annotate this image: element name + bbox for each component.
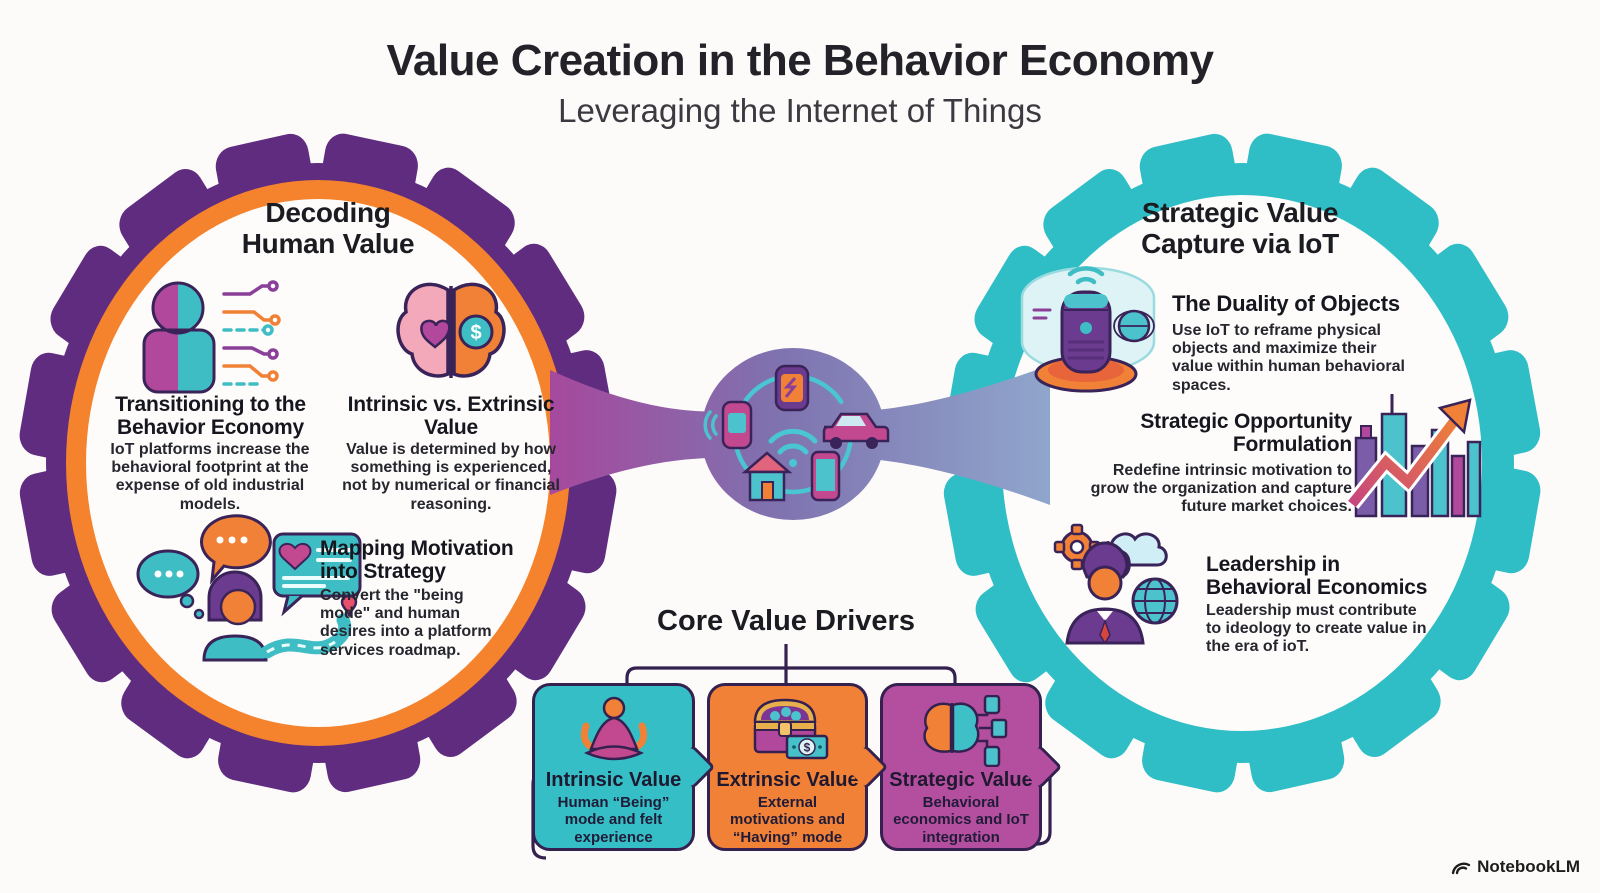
watermark: NotebookLM (1451, 857, 1580, 877)
driver-box-extrinsic: $ Extrinsic Value External motivations a… (707, 683, 868, 851)
driver-box-title: Intrinsic Value (545, 769, 682, 791)
left-item2-title: Intrinsic vs. Extrinsic Value (347, 393, 555, 440)
watermark-label: NotebookLM (1477, 857, 1580, 876)
wifi-icon (768, 428, 818, 467)
core-drivers-heading: Core Value Drivers (657, 605, 915, 637)
right-item2-body: Redefine intrinsic motivation to grow th… (1090, 462, 1352, 516)
driver-box-intrinsic: Intrinsic Value Human “Being” mode and f… (532, 683, 695, 851)
page-title: Value Creation in the Behavior Economy (386, 36, 1215, 85)
right-item1-body: Use IoT to reframe physical objects and … (1172, 322, 1405, 394)
right-item3-body: Leadership must contribute to ideology t… (1206, 602, 1427, 656)
phone-icon (810, 450, 841, 502)
meditator-icon (572, 694, 656, 768)
driver-box-title: Extrinsic Value (716, 769, 859, 791)
smartwatch-icon (774, 364, 810, 412)
left-gear-heading: Decoding Human Value (241, 197, 415, 259)
left-item1-body: IoT platforms increase the behavioral fo… (110, 441, 310, 513)
left-item2-body: Value is determined by how something is … (342, 441, 560, 513)
svg-text:$: $ (803, 741, 810, 755)
motivation-cluster-icon (136, 514, 362, 662)
car-icon (822, 412, 890, 449)
page-subtitle: Leveraging the Internet of Things (558, 92, 1042, 129)
notebooklm-logo (1451, 862, 1471, 875)
smart-speaker-icon (1020, 266, 1156, 393)
driver-box-body: External motivations and “Having” mode (729, 794, 845, 846)
right-item1-title: The Duality of Objects (1172, 291, 1400, 316)
left-item3-title: Mapping Motivation into Strategy (320, 537, 514, 584)
brain-devices-icon (913, 694, 1009, 768)
watch-icon (703, 400, 753, 450)
driver-box-body: Human “Being” mode and felt experience (557, 794, 670, 846)
split-brain-icon: $ (396, 282, 506, 378)
right-item3-title: Leadership in Behavioral Economics (1206, 553, 1428, 600)
right-item2-title: Strategic Opportunity Formulation (1140, 410, 1352, 457)
driver-box-strategic: Strategic Value Behavioral economics and… (880, 683, 1042, 851)
leader-icon (1053, 523, 1179, 645)
center-band (550, 348, 1050, 520)
driver-box-body: Behavioral economics and IoT integration (893, 794, 1029, 846)
left-item3-body: Convert the "being mode" and human desir… (320, 587, 492, 659)
driver-box-title: Strategic Value (889, 769, 1033, 791)
left-item1-title: Transitioning to the Behavior Economy (115, 393, 306, 440)
house-icon (741, 451, 793, 502)
globe-icon (1131, 577, 1179, 625)
right-gear-heading: Strategic Value Capture via IoT (1141, 197, 1339, 259)
treasure-chest-icon: $ (745, 694, 831, 768)
svg-text:$: $ (470, 322, 481, 344)
growth-chart-icon (1345, 394, 1482, 518)
